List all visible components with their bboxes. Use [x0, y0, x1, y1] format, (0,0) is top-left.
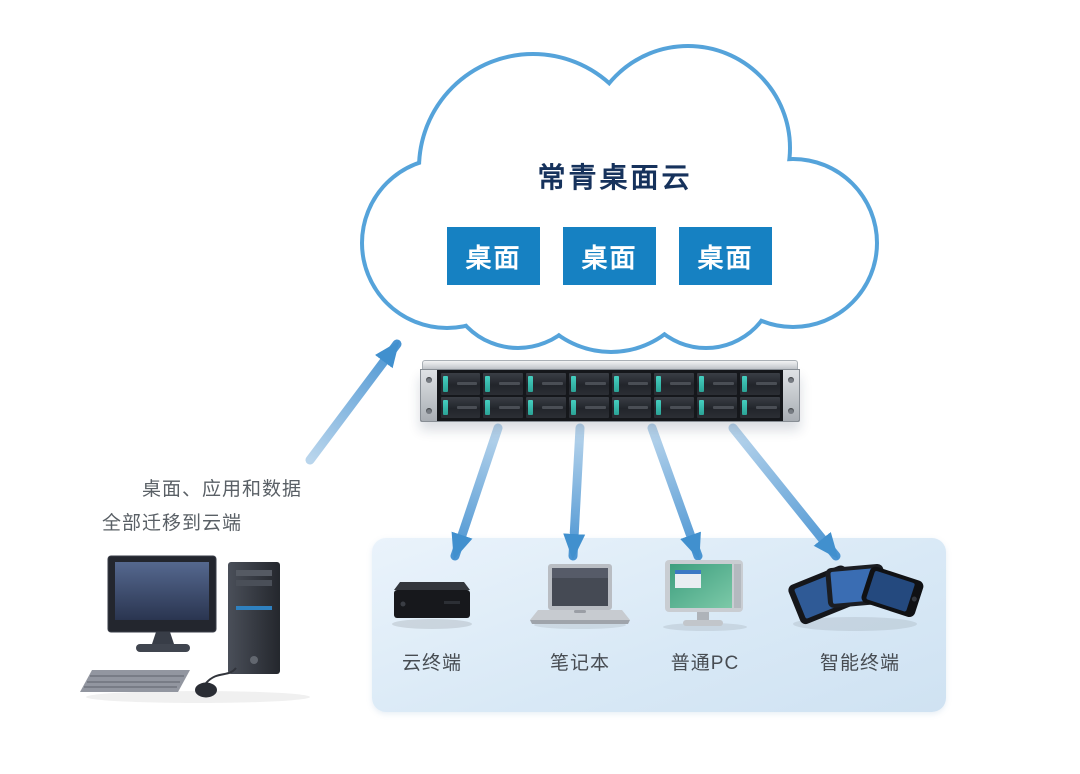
monitor-icon: [663, 560, 747, 631]
drive-bay-grid: [437, 370, 783, 421]
desktop-box-row: 桌面 桌面 桌面: [447, 227, 772, 285]
drive-bay: [568, 373, 609, 395]
drive-bay: [654, 396, 694, 418]
tower: [228, 562, 280, 674]
laptop-icon: [530, 564, 630, 629]
server-rack-ear: [783, 370, 799, 421]
down-arrow-icon: [647, 423, 703, 561]
device-label-laptop: 笔记本: [549, 653, 610, 674]
desktop-box-label: 桌面: [465, 242, 522, 273]
down-arrow-icon: [728, 423, 841, 561]
drive-bay: [526, 373, 566, 395]
migration-note-line1: 桌面、应用和数据: [142, 479, 303, 500]
drive-bay: [739, 396, 780, 418]
phone: [861, 566, 924, 618]
device-label-pc: 普通PC: [670, 653, 740, 674]
keyboard: [80, 670, 190, 692]
desktop-box: 桌面: [563, 227, 656, 285]
drive-bay: [739, 373, 780, 395]
mini-pc-icon: [392, 582, 472, 629]
drive-bay: [440, 373, 481, 395]
drive-bay: [526, 396, 566, 418]
device-label-cloud-terminal: 云终端: [401, 653, 462, 674]
drive-bay: [611, 373, 652, 395]
migration-note-line2: 全部迁移到云端: [102, 513, 243, 534]
rack-server-icon: [420, 360, 800, 423]
drive-bay: [611, 396, 652, 418]
drive-bay: [654, 373, 694, 395]
cloud-title: 常青桌面云: [537, 162, 693, 193]
drive-bay: [697, 396, 737, 418]
monitor: [107, 555, 217, 652]
desktop-box: 桌面: [447, 227, 540, 285]
server-rack-ear: [421, 370, 437, 421]
device-label-smart-terminal: 智能终端: [819, 653, 900, 674]
up-arrow-icon: [305, 339, 402, 465]
cloud-outline-icon: [360, 44, 879, 354]
desktop-box-label: 桌面: [581, 242, 638, 273]
drive-bay: [697, 373, 737, 395]
desktop-computer-icon: [80, 555, 310, 703]
server-top-edge: [422, 360, 798, 369]
down-arrow-icon: [563, 423, 586, 561]
smartphones-icon: [788, 563, 924, 631]
down-arrow-icon: [450, 423, 503, 561]
desktop-box-label: 桌面: [697, 242, 754, 273]
drive-bay: [483, 373, 523, 395]
mouse: [195, 667, 237, 698]
drive-bay: [483, 396, 523, 418]
desktop-box: 桌面: [679, 227, 772, 285]
drive-bay: [568, 396, 609, 418]
drive-bay: [440, 396, 481, 418]
